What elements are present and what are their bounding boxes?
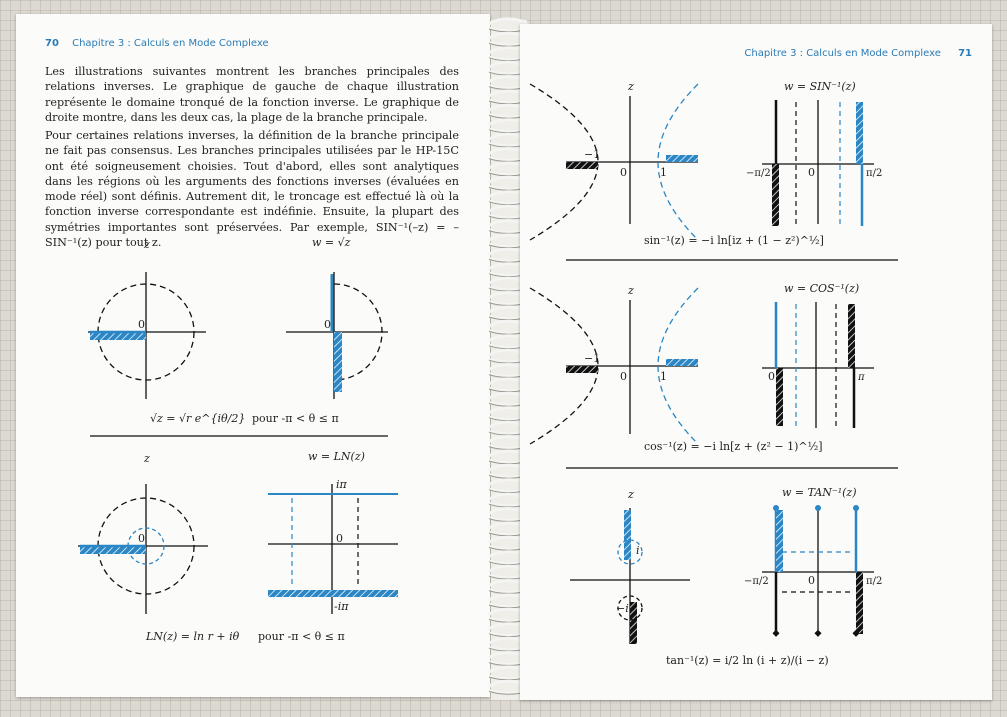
sin-pi-2: π/2 <box>866 168 883 179</box>
sin-z-label: z <box>628 80 634 93</box>
sin-origin-right: 0 <box>808 166 815 179</box>
cos-caption: cos⁻¹(z) = −i ln[z + (z² − 1)^½] <box>644 440 823 453</box>
ln-range-plot <box>268 484 398 614</box>
left-page-header: 70 Chapitre 3 : Calculs en Mode Complexe <box>45 38 269 49</box>
cos-range-plot <box>762 302 874 428</box>
ln-w-label: w = LN(z) <box>308 450 365 463</box>
cos-origin: 0 <box>620 370 627 383</box>
cos-minus-one: −1 <box>584 352 601 365</box>
intro-paragraph: Les illustrations suivantes montrent les… <box>45 65 459 124</box>
cos-pi: π <box>858 372 865 383</box>
tan-domain-plot <box>570 508 690 644</box>
chapter-title: Chapitre 3 : Calculs en Mode Complexe <box>744 48 941 59</box>
ln-origin-right: 0 <box>336 532 343 545</box>
cos-w-label: w = COS⁻¹(z) <box>784 282 860 295</box>
sin-minus-one: −1 <box>584 148 601 161</box>
sqrt-caption: √z = √r e^{iθ/2} <box>150 412 246 425</box>
sin-w-label: w = SIN⁻¹(z) <box>784 80 856 93</box>
tan-range-plot <box>762 505 874 637</box>
ln-caption: LN(z) = ln r + iθ <box>146 630 240 643</box>
sqrt-w-label: w = √z <box>312 236 351 249</box>
ln-domain-plot <box>78 484 208 614</box>
tan-w-label: w = TAN⁻¹(z) <box>782 486 857 499</box>
sqrt-range-plot <box>286 272 388 399</box>
ln-ipi-label: iπ <box>336 478 347 491</box>
ln-origin-left: 0 <box>138 532 145 545</box>
tan-neg-pi-2: −π/2 <box>744 576 769 587</box>
tan-origin-right: 0 <box>808 574 815 587</box>
left-page: 70 Chapitre 3 : Calculs en Mode Complexe… <box>16 14 490 697</box>
ln-condition: pour -π < θ ≤ π <box>258 630 345 643</box>
page-number: 70 <box>45 38 59 49</box>
sin-one: 1 <box>660 166 667 179</box>
ln-z-label: z <box>144 452 150 465</box>
sin-cos-tan-figures <box>529 83 898 644</box>
cos-z-label: z <box>628 284 634 297</box>
tan-neg-i-label: −i <box>616 602 629 615</box>
cos-domain-plot <box>529 287 699 445</box>
right-page: Chapitre 3 : Calculs en Mode Complexe 71 <box>520 24 992 700</box>
sin-neg-pi-2: −π/2 <box>746 168 771 179</box>
sin-caption: sin⁻¹(z) = −i ln[iz + (1 − z²)^½] <box>644 234 824 247</box>
sin-origin: 0 <box>620 166 627 179</box>
right-page-header: Chapitre 3 : Calculs en Mode Complexe 71 <box>744 48 972 59</box>
ln-neg-ipi-label: -iπ <box>334 600 349 613</box>
sqrt-z-label: z <box>144 238 150 251</box>
page-number: 71 <box>958 48 972 59</box>
cos-origin-right: 0 <box>768 370 775 383</box>
sin-domain-plot <box>529 83 699 241</box>
chapter-title: Chapitre 3 : Calculs en Mode Complexe <box>72 38 269 49</box>
sqrt-condition: pour -π < θ ≤ π <box>252 412 339 425</box>
tan-caption: tan⁻¹(z) = i/2 ln (i + z)/(i − z) <box>666 654 829 667</box>
sqrt-origin-left: 0 <box>138 318 145 331</box>
cos-one: 1 <box>660 370 667 383</box>
sqrt-ln-figures <box>78 272 398 614</box>
sqrt-origin-right: 0 <box>324 318 331 331</box>
sqrt-domain-plot <box>88 272 206 399</box>
tan-i-label: i <box>636 544 640 557</box>
tan-pi-2: π/2 <box>866 576 883 587</box>
branches-paragraph: Pour certaines relations inverses, la dé… <box>45 129 459 250</box>
sin-range-plot <box>762 100 874 226</box>
tan-z-label: z <box>628 488 634 501</box>
